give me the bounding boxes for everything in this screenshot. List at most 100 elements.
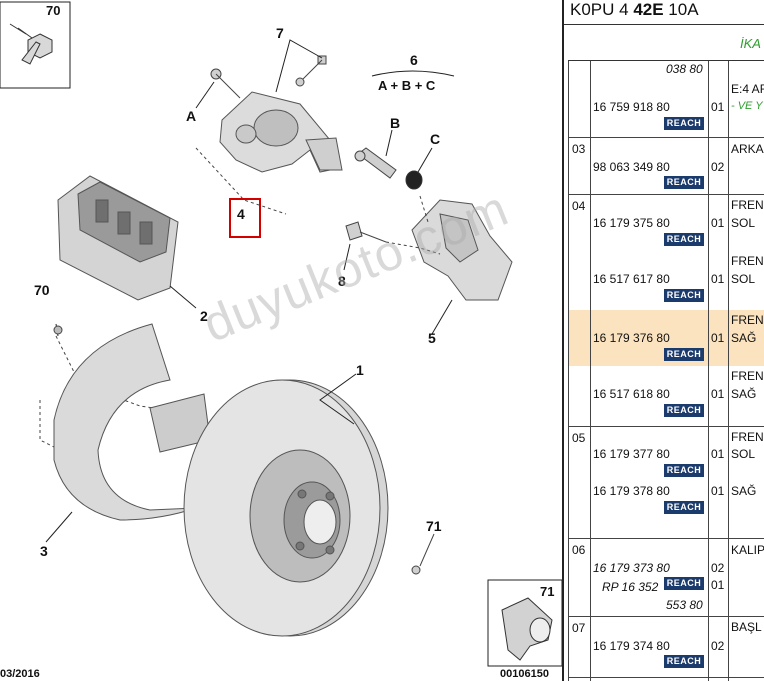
dust-shield-drawing <box>53 323 211 521</box>
parts-table-panel: K0PU 4 42E 10A İKA 038 80 E:4 AR 16 759 … <box>562 0 764 681</box>
diagram-code: 00106150 <box>500 668 549 680</box>
reach-badge: REACH <box>664 404 704 417</box>
callout-6[interactable]: 6 <box>410 52 418 68</box>
callout-b[interactable]: B <box>390 115 401 131</box>
quantity: 01 <box>711 100 725 114</box>
vehicle-code: K0PU 4 42E 10A <box>570 0 699 20</box>
quantity: 02 <box>711 561 725 575</box>
exploded-parts-diagram: 70 71 7 6 A + B + C A B C 4 2 8 5 70 1 3… <box>0 0 562 681</box>
callout-8[interactable]: 8 <box>338 273 346 289</box>
bolt-70-thumb-icon <box>9 23 53 65</box>
reach-badge: REACH <box>664 464 704 477</box>
diagram-drawing <box>0 1 562 667</box>
part-number[interactable]: 16 179 377 80 <box>593 447 670 461</box>
callout-c[interactable]: C <box>430 131 441 147</box>
group-number: 04 <box>572 199 586 213</box>
quantity: 01 <box>711 578 725 592</box>
caliper-bracket-drawing <box>411 199 513 301</box>
part-number[interactable]: 16 179 376 80 <box>593 331 670 345</box>
part-description: FREN <box>731 198 764 212</box>
part-description: FREN <box>731 313 764 327</box>
callout-3[interactable]: 3 <box>40 543 48 559</box>
group-number: 07 <box>572 621 586 635</box>
grid-line <box>708 61 709 681</box>
quantity: 01 <box>711 216 725 230</box>
callout-a[interactable]: A <box>186 108 197 124</box>
reach-badge: REACH <box>664 176 704 189</box>
part-description: E:4 AR <box>731 82 764 96</box>
callout-5[interactable]: 5 <box>428 330 436 346</box>
part-side: SOL <box>731 216 756 230</box>
reach-badge: REACH <box>664 289 704 302</box>
pin-boot-c-drawing <box>405 170 423 190</box>
part-number-alt[interactable]: RP 16 352 <box>602 580 659 594</box>
part-description: ARKA <box>731 142 764 156</box>
brake-pads-drawing <box>57 175 179 301</box>
row-rule <box>568 426 764 427</box>
part-note: - VE Y <box>731 100 763 112</box>
vehicle-code-suffix: 10A <box>663 0 699 19</box>
vehicle-code-prefix: K0PU 4 <box>570 0 634 19</box>
row-rule <box>568 677 764 678</box>
part-number[interactable]: 16 517 617 80 <box>593 272 670 286</box>
guide-pin-b-drawing <box>354 147 397 179</box>
part-side: SOL <box>731 447 756 461</box>
part-number-top: 038 80 <box>666 62 703 76</box>
row-rule <box>568 616 764 617</box>
grid-line <box>568 61 569 681</box>
part-number[interactable]: 16 179 373 80 <box>593 561 670 575</box>
part-description: BAŞL <box>731 620 762 634</box>
grid-line <box>728 61 729 681</box>
group-number: 03 <box>572 142 586 156</box>
bolt-8-drawing <box>345 221 387 243</box>
callout-71[interactable]: 71 <box>426 518 442 534</box>
part-number[interactable]: 16 179 378 80 <box>593 484 670 498</box>
vehicle-code-bold: 42E <box>633 0 664 19</box>
part-description: KALIP <box>731 543 764 557</box>
bleed-screw-drawing <box>295 55 327 87</box>
thumb-71-number: 71 <box>540 584 555 599</box>
reach-badge: REACH <box>664 233 704 246</box>
highlight-box-4 <box>229 198 261 238</box>
screw-71-thumb-icon <box>501 597 553 661</box>
part-number[interactable]: 16 179 375 80 <box>593 216 670 230</box>
callout-7[interactable]: 7 <box>276 25 284 41</box>
part-description: FREN <box>731 254 764 268</box>
quantity: 02 <box>711 160 725 174</box>
quantity: 01 <box>711 447 725 461</box>
brake-disc-drawing <box>183 379 389 637</box>
part-number[interactable]: 16 517 618 80 <box>593 387 670 401</box>
row-rule <box>568 137 764 138</box>
callout-70[interactable]: 70 <box>34 282 50 298</box>
reach-badge: REACH <box>664 577 704 590</box>
brake-caliper-drawing <box>219 91 343 173</box>
quantity: 01 <box>711 387 725 401</box>
part-side: SAĞ <box>731 484 757 498</box>
group-number: 06 <box>572 543 586 557</box>
part-number[interactable]: 16 759 918 80 <box>593 100 670 114</box>
quantity: 01 <box>711 272 725 286</box>
reach-badge: REACH <box>664 501 704 514</box>
row-rule <box>568 538 764 539</box>
callout-4[interactable]: 4 <box>237 206 245 222</box>
row-rule <box>568 194 764 195</box>
callout-1[interactable]: 1 <box>356 362 364 378</box>
screw-71-drawing <box>411 533 435 575</box>
part-side: SOL <box>731 272 756 286</box>
part-number[interactable]: 16 179 374 80 <box>593 639 670 653</box>
reach-badge: REACH <box>664 655 704 668</box>
header-bottom-rule <box>568 60 764 61</box>
part-number[interactable]: 98 063 349 80 <box>593 160 670 174</box>
grid-line <box>590 61 591 681</box>
reach-badge: REACH <box>664 348 704 361</box>
part-side: SAĞ <box>731 331 757 345</box>
quantity: 01 <box>711 484 725 498</box>
column-header-green: İKA <box>740 36 761 51</box>
part-number-suffix: 553 80 <box>666 598 703 612</box>
thumb-70-number: 70 <box>46 3 61 18</box>
part-description: FREN <box>731 430 764 444</box>
part-description: FREN <box>731 369 764 383</box>
reach-badge: REACH <box>664 117 704 130</box>
callout-6-formula: A + B + C <box>378 78 436 93</box>
callout-2[interactable]: 2 <box>200 308 208 324</box>
